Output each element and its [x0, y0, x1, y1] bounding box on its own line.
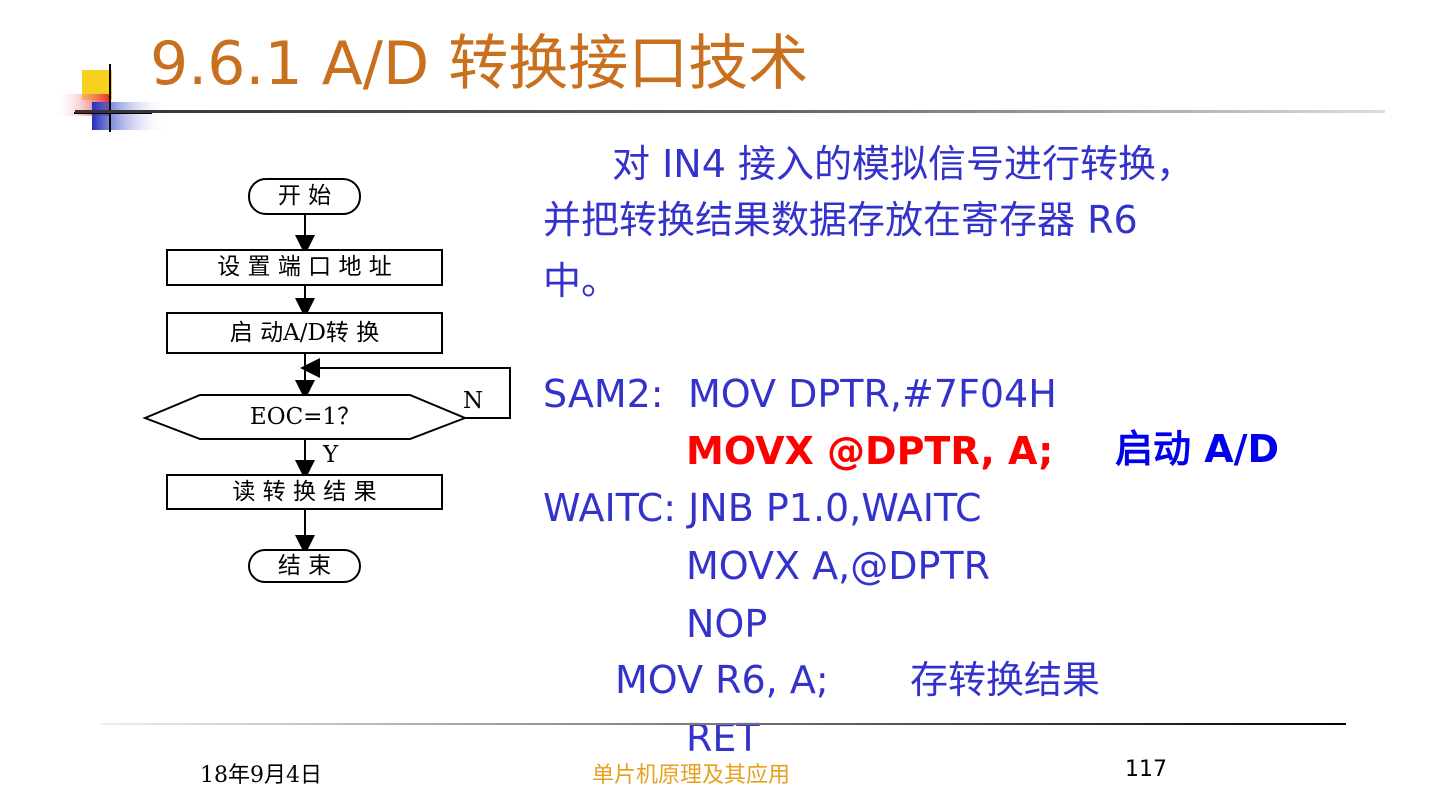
flow-end-node [248, 549, 361, 583]
footer-course-title: 单片机原理及其应用 [592, 763, 791, 788]
code-line-1-instr: MOV DPTR,#7F04H [688, 372, 1057, 416]
code-line-7: RET [686, 716, 760, 760]
flow-step1-label: 设 置 端 口 地 址 [217, 254, 392, 280]
flow-start-label: 开 始 [277, 183, 332, 209]
code-line-6-instr: MOV R6, A; [615, 658, 829, 702]
flow-step-start-ad [166, 312, 443, 354]
flow-end-label: 结 束 [277, 553, 332, 579]
flow-no-label: N [463, 388, 484, 414]
description-line-3: 中。 [543, 259, 620, 303]
footer-date: 18年9月4日 [200, 763, 322, 788]
code-line-2-comment: 启动 A/D [1115, 427, 1280, 471]
footer-page-number: 117 [1125, 757, 1167, 782]
flow-yes-label: Y [323, 442, 339, 468]
code-line-1-label: SAM2: [543, 372, 664, 416]
title-underline [75, 110, 1385, 113]
code-line-6-comment: 存转换结果 [910, 658, 1101, 702]
code-line-2-instr: MOVX @DPTR, A; [686, 429, 1054, 473]
code-line-3: WAITC: JNB P1.0,WAITC [543, 486, 982, 530]
code-line-4: MOVX A,@DPTR [686, 544, 990, 588]
flow-decision-label: EOC=1？ [249, 404, 361, 430]
slide-title: 9.6.1 A/D 转换接口技术 [150, 29, 809, 99]
description-line-2: 并把转换结果数据存放在寄存器 R6 [543, 198, 1138, 242]
description-line-1: 对 IN4 接入的模拟信号进行转换， [612, 142, 1194, 186]
code-line-5: NOP [686, 602, 768, 646]
flow-step3-label: 读 转 换 结 果 [232, 479, 377, 505]
flow-step2-label: 启 动A/D转 换 [229, 320, 380, 346]
footer-divider [100, 723, 1346, 725]
